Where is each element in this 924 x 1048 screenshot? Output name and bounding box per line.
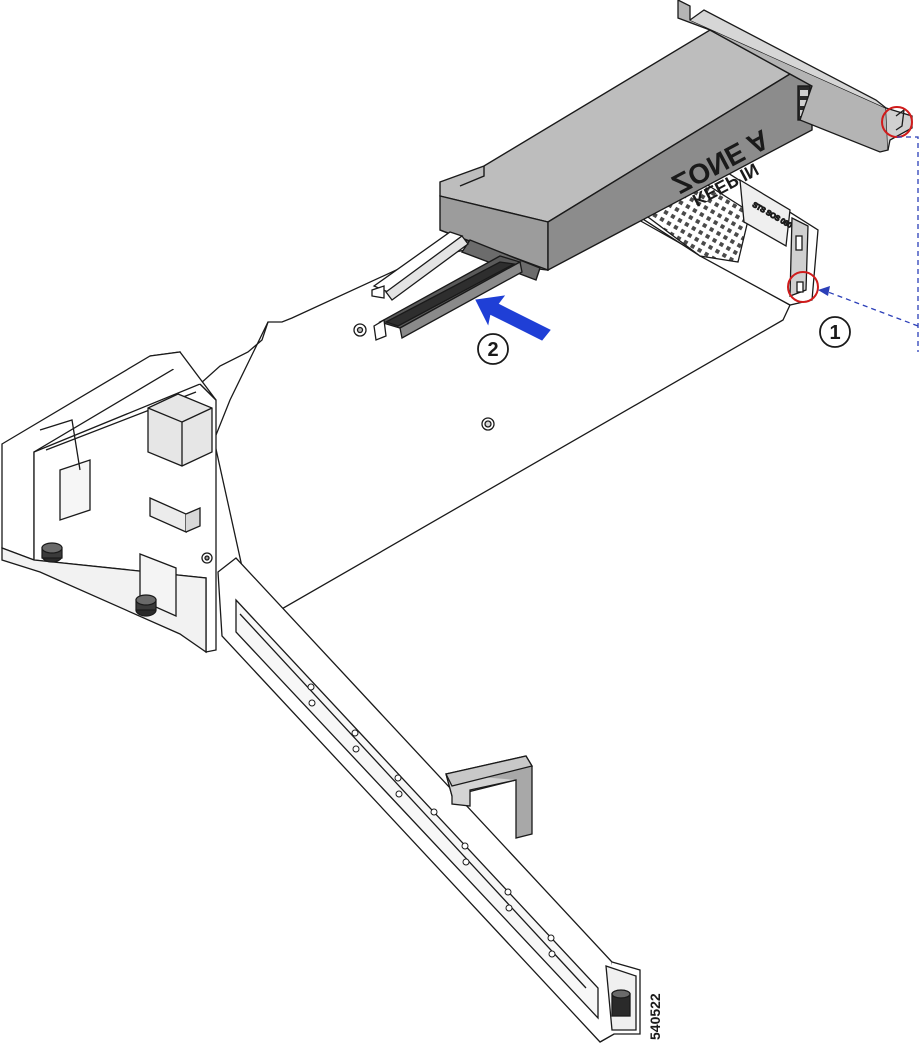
thumbscrew-left	[41, 542, 63, 563]
figure-id-label: 540522	[647, 993, 663, 1040]
thumbscrew-right	[135, 594, 157, 617]
riser-rail-arm	[217, 557, 641, 1043]
riser-base-plate	[199, 214, 791, 613]
riser-mount-block	[147, 393, 213, 467]
insertion-arrow-icon	[475, 295, 551, 341]
highlight-circle-bracket-slot	[787, 271, 819, 303]
callout-2-label: 2	[487, 339, 498, 361]
callout-1: 1	[819, 316, 851, 348]
riser-cage-frame	[1, 351, 217, 654]
rail-holes	[307, 683, 556, 958]
rail-thumbscrew	[611, 989, 631, 1017]
support-bracket	[445, 755, 534, 839]
callout-2: 2	[477, 333, 509, 365]
pcie-riser-socket-target	[353, 255, 523, 341]
pcie-card-rear-bracket	[677, 0, 913, 153]
pcie-riser-socket-upper	[371, 231, 469, 301]
alignment-highlights	[787, 106, 919, 352]
alignment-guide-dashed	[827, 136, 919, 352]
callout-1-label: 1	[829, 322, 840, 344]
alignment-guide-arrowhead	[818, 286, 830, 296]
